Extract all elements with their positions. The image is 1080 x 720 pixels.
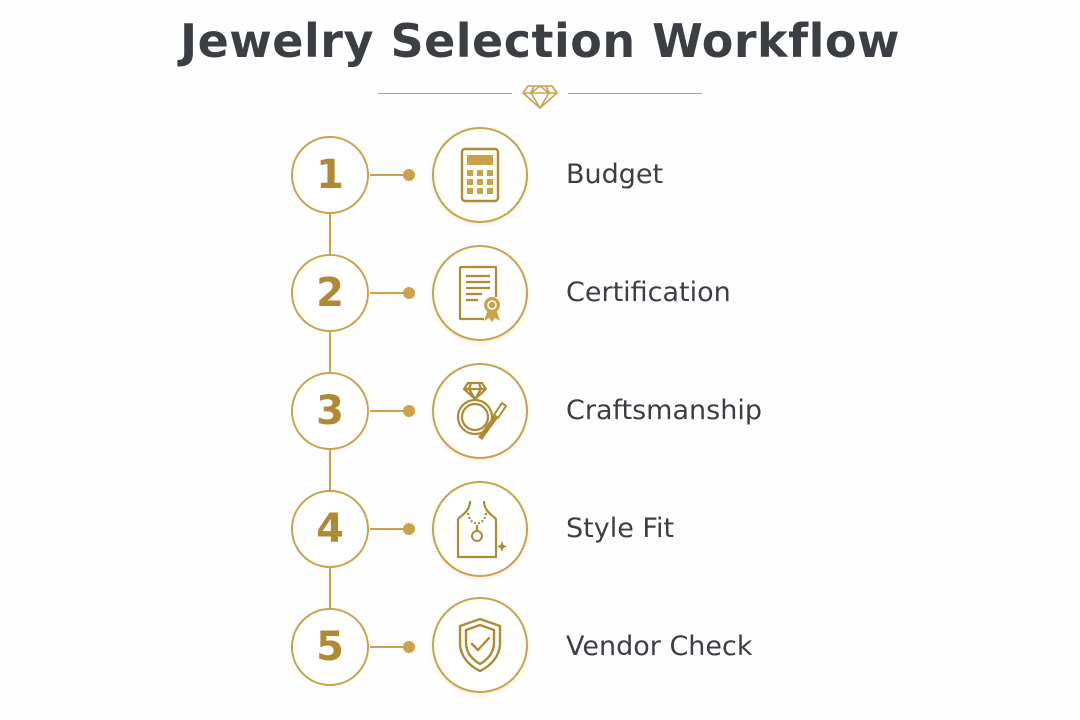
- connector-dot: [403, 405, 415, 417]
- step-connector: [370, 528, 408, 530]
- shield-check-icon: [458, 617, 502, 673]
- divider-right: [568, 93, 702, 94]
- step-label-style-fit: Style Fit: [566, 513, 675, 544]
- step-number-4: 4: [291, 490, 369, 568]
- step-icon-frame: [432, 597, 528, 693]
- step-label-certification: Certification: [566, 277, 731, 308]
- certificate-icon: [458, 265, 500, 322]
- connector-dot: [403, 523, 415, 535]
- diamond-icon: [522, 85, 558, 109]
- timeline-connector: [329, 450, 331, 490]
- step-label-budget: Budget: [566, 159, 664, 190]
- ring-tool-icon: [456, 381, 508, 440]
- step-connector: [370, 174, 408, 176]
- step-label-vendor-check: Vendor Check: [566, 631, 753, 662]
- step-icon-frame: [432, 481, 528, 577]
- step-label-craftsmanship: Craftsmanship: [566, 395, 762, 426]
- step-connector: [370, 410, 408, 412]
- step-connector: [370, 292, 408, 294]
- step-icon-frame: [432, 245, 528, 341]
- connector-dot: [403, 641, 415, 653]
- timeline-connector: [329, 214, 331, 254]
- timeline-connector: [329, 332, 331, 372]
- step-number-3: 3: [291, 372, 369, 450]
- connector-dot: [403, 169, 415, 181]
- connector-dot: [403, 287, 415, 299]
- step-icon-frame: [432, 363, 528, 459]
- step-icon-frame: [432, 127, 528, 223]
- step-number-5: 5: [291, 608, 369, 686]
- step-connector: [370, 646, 408, 648]
- divider-left: [378, 93, 512, 94]
- calculator-icon: [460, 147, 500, 203]
- step-number-1: 1: [291, 136, 369, 214]
- step-number-2: 2: [291, 254, 369, 332]
- timeline-connector: [329, 568, 331, 608]
- necklace-bust-icon: [456, 500, 507, 559]
- page-title: Jewelry Selection Workflow: [179, 14, 900, 68]
